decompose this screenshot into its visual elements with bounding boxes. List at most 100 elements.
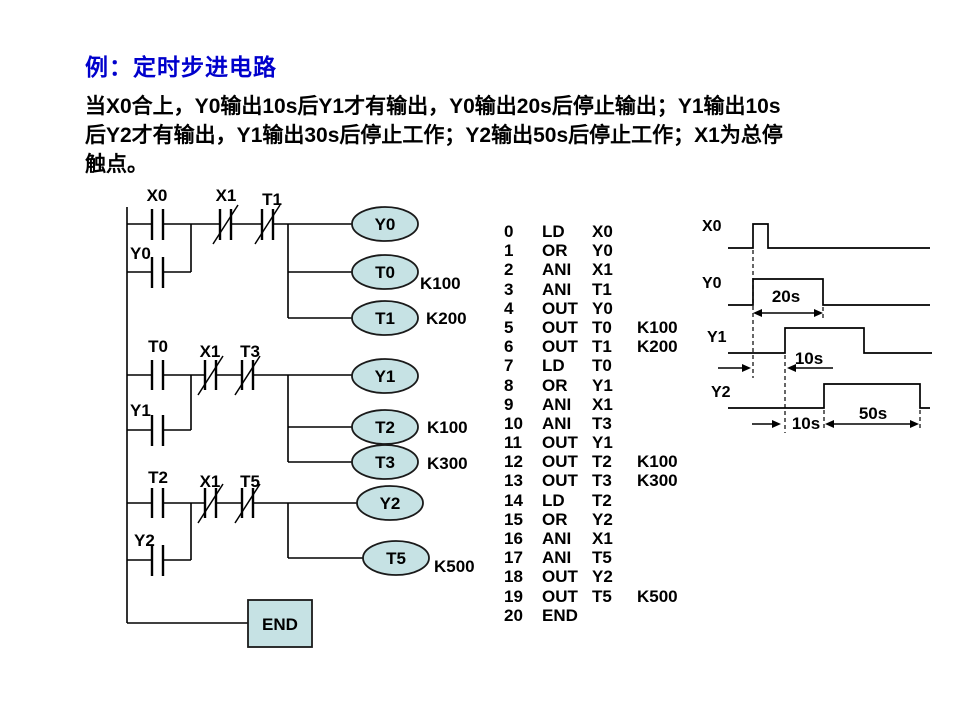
il-k (637, 548, 687, 567)
il-operand: T0 (592, 356, 612, 376)
il-step: 1 (504, 241, 514, 261)
il-step: 9 (504, 394, 514, 414)
il-operand: X1 (592, 260, 613, 280)
contact-label: X1 (200, 342, 221, 361)
output-coil (351, 254, 419, 290)
il-k (637, 433, 687, 452)
il-op: ANI (542, 548, 572, 568)
contact-label: T1 (262, 190, 282, 209)
il-operand: T3 (592, 413, 612, 433)
timer-constant: K100 (420, 274, 461, 293)
il-operand: T2 (592, 490, 612, 510)
il-op: LD (542, 356, 565, 376)
contact-nc (260, 209, 275, 240)
il-step: 5 (504, 317, 514, 337)
coil-label: Y2 (380, 494, 401, 513)
ladder-end-rung: END (127, 599, 313, 648)
contact-no-parallel (150, 545, 165, 576)
coil-label: T3 (375, 453, 395, 472)
duration-label: 20s (772, 287, 800, 306)
page-title: 例：定时步进电路 (85, 54, 277, 80)
il-operand: T1 (592, 279, 612, 299)
il-operand: T3 (592, 471, 612, 491)
il-k (637, 356, 687, 375)
waveform-y1 (728, 327, 932, 354)
il-op: OR (542, 509, 568, 529)
il-row: 17 ANI T5 (504, 548, 687, 567)
signal-label: Y2 (711, 384, 731, 401)
il-operand: Y1 (592, 375, 613, 395)
il-k (637, 510, 687, 529)
il-k (637, 222, 687, 241)
il-k (637, 529, 687, 548)
il-k: K300 (637, 471, 678, 491)
il-k (637, 260, 687, 279)
il-step: 6 (504, 337, 514, 357)
il-k (637, 414, 687, 433)
coil-label: Y1 (375, 367, 396, 386)
il-operand: Y2 (592, 567, 613, 587)
il-op: OUT (542, 317, 578, 337)
coil-label: T5 (386, 549, 406, 568)
il-k: K500 (637, 586, 678, 606)
il-operand: Y0 (592, 298, 613, 318)
il-k (637, 299, 687, 318)
il-step: 10 (504, 413, 523, 433)
il-step: 13 (504, 471, 523, 491)
il-k: K100 (637, 317, 678, 337)
contact-label: T2 (148, 468, 168, 487)
il-k (637, 491, 687, 510)
coil-label: T2 (375, 418, 395, 437)
il-operand: X0 (592, 222, 613, 241)
il-step: 14 (504, 490, 523, 510)
il-operand: X1 (592, 529, 613, 548)
il-op: OUT (542, 452, 578, 472)
il-op: ANI (542, 260, 572, 280)
il-step: 4 (504, 298, 514, 318)
output-coil (351, 300, 419, 336)
coil-label: Y0 (375, 215, 396, 234)
il-step: 12 (504, 452, 523, 472)
il-operand: Y1 (592, 433, 613, 453)
il-row: 4 OUT Y0 (504, 299, 687, 318)
il-k (637, 606, 687, 625)
contact-label: X0 (147, 186, 168, 205)
il-k (637, 376, 687, 395)
il-step: 19 (504, 586, 523, 606)
ladder-rung-2: T0 X1 T3 Y1 Y1 T2 T3 K100 K300 (127, 337, 468, 480)
duration-label: 50s (859, 404, 887, 423)
contact-no (150, 360, 165, 390)
il-step: 0 (504, 222, 514, 241)
il-operand: T5 (592, 548, 612, 568)
parallel-contact-label: Y0 (130, 244, 151, 263)
waveform-y2 (728, 383, 930, 409)
il-op: OUT (542, 586, 578, 606)
il-step: 17 (504, 548, 523, 568)
il-step: 8 (504, 375, 514, 395)
il-operand: Y2 (592, 509, 613, 529)
output-coil (362, 540, 430, 576)
contact-no-parallel (150, 257, 165, 288)
contact-label: T0 (148, 337, 168, 356)
il-op: OUT (542, 298, 578, 318)
il-operand: T1 (592, 337, 612, 357)
duration-label: 10s (792, 414, 820, 433)
il-k (637, 567, 687, 586)
il-op: LD (542, 490, 565, 510)
il-step: 15 (504, 509, 523, 529)
contact-no-parallel (150, 415, 165, 446)
il-op: OR (542, 241, 568, 261)
